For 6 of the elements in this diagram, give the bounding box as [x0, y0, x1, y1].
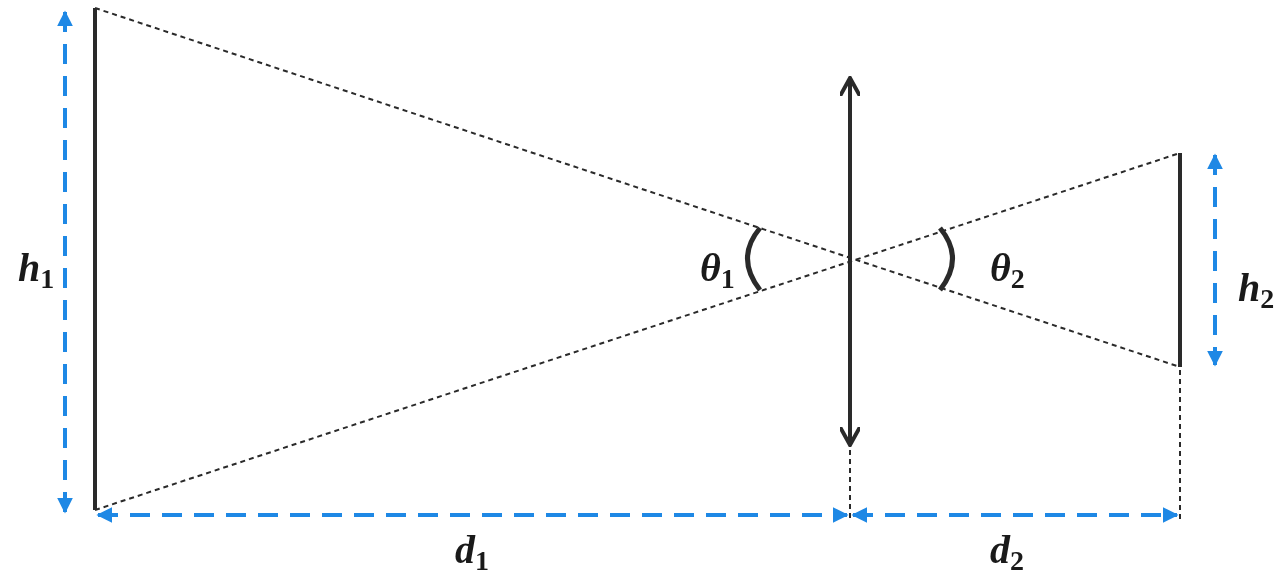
dimension-label: h$_{2}$	[1238, 268, 1275, 313]
dimension-label: d$_{1}$	[455, 530, 489, 575]
dimension-label: θ$_{1}$	[700, 248, 735, 293]
dimension-label: θ$_{2}$	[990, 248, 1025, 293]
dimension-label: d$_{2}$	[990, 530, 1024, 575]
dimension-label: h$_{1}$	[18, 248, 55, 293]
